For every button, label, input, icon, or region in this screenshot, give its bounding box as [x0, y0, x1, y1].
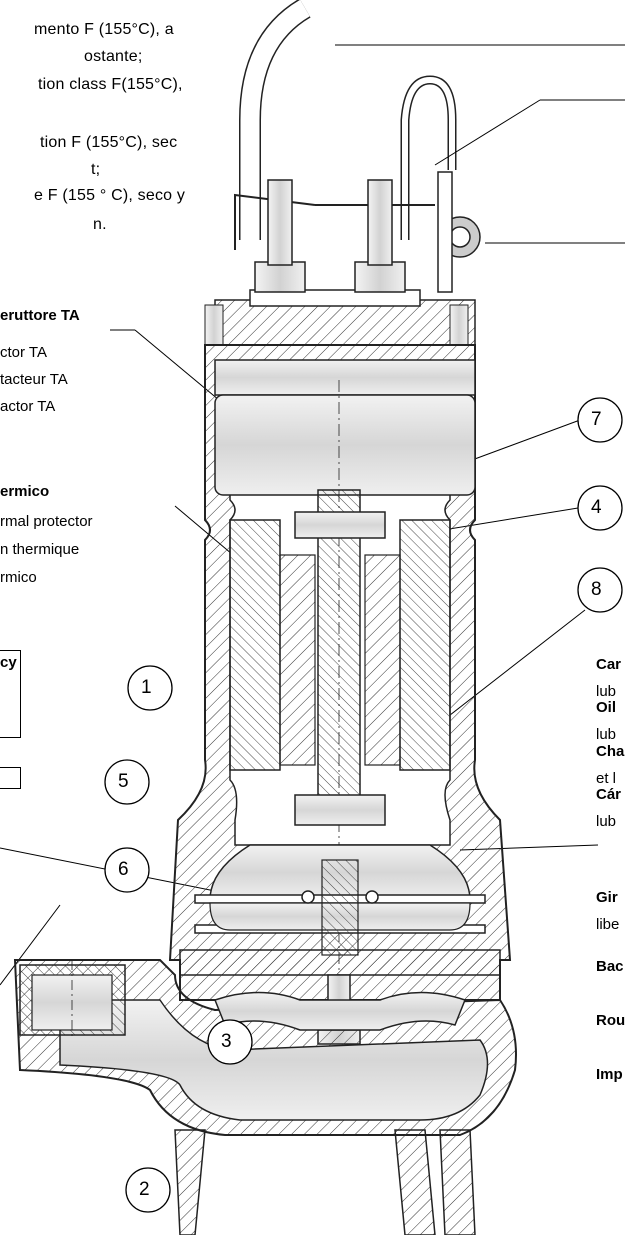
switch-line-3: actor TA [0, 398, 56, 415]
callout-4-circle [577, 485, 623, 531]
callout-3-circle [207, 1019, 253, 1065]
cy-label: cy [0, 654, 17, 671]
switch-line-1: ctor TA [0, 344, 47, 361]
impeller-line-2: libe [596, 916, 620, 933]
cy-table-box [0, 650, 21, 738]
impeller-line-3: Bac [596, 958, 624, 975]
impeller-line-4: Rou [596, 1012, 625, 1029]
thermal-line-3: rmico [0, 569, 37, 586]
thermal-line-1: rmal protector [0, 513, 93, 530]
switch-title: eruttore TA [0, 307, 80, 324]
motor-casing [168, 344, 512, 1045]
callout-8: 8 [591, 579, 602, 600]
oil-line-3: Oil [596, 699, 617, 716]
pump-volute [13, 959, 517, 1235]
oil-line-2: lub [596, 683, 617, 700]
insulation-line-1: mento F (155°C), a [34, 21, 174, 38]
insulation-line-5: t; [91, 161, 101, 178]
impeller-line-5: Imp [596, 1066, 623, 1083]
callout-2-circle [125, 1167, 171, 1213]
callout-3: 3 [221, 1031, 232, 1052]
motor-head [204, 171, 481, 346]
callout-7: 7 [591, 409, 602, 430]
oil-line-1: Car [596, 656, 622, 673]
thermal-line-2: n thermique [0, 541, 80, 558]
insulation-line-7: n. [93, 216, 107, 233]
callout-1: 1 [141, 677, 152, 698]
callout-5-circle [104, 759, 150, 805]
thermal-title: ermico [0, 483, 50, 500]
insulation-line-6: e F (155 ° C), seco y [34, 187, 186, 204]
impeller-line-1: Gir [596, 889, 618, 906]
callout-5: 5 [118, 771, 129, 792]
switch-line-2: tacteur TA [0, 371, 68, 388]
oil-line-8: lub [596, 813, 617, 830]
power-cable [234, 0, 457, 250]
callout-7-circle [577, 397, 623, 443]
insulation-line-2: ostante; [84, 48, 143, 65]
callout-circles [104, 397, 623, 1213]
callout-6-circle [104, 847, 150, 893]
insulation-line-4: tion F (155°C), sec [40, 134, 178, 151]
oil-line-4: lub [596, 726, 617, 743]
insulation-line-3: tion class F(155°C), [38, 76, 183, 93]
oil-line-6: et l [596, 770, 617, 787]
oil-line-5: Cha [596, 743, 625, 760]
callout-4: 4 [591, 497, 602, 518]
callout-1-circle [127, 665, 173, 711]
callout-6: 6 [118, 859, 129, 880]
small-empty-box [0, 767, 21, 789]
oil-line-7: Cár [596, 786, 622, 803]
callout-2: 2 [139, 1179, 150, 1200]
callout-8-circle [577, 567, 623, 613]
